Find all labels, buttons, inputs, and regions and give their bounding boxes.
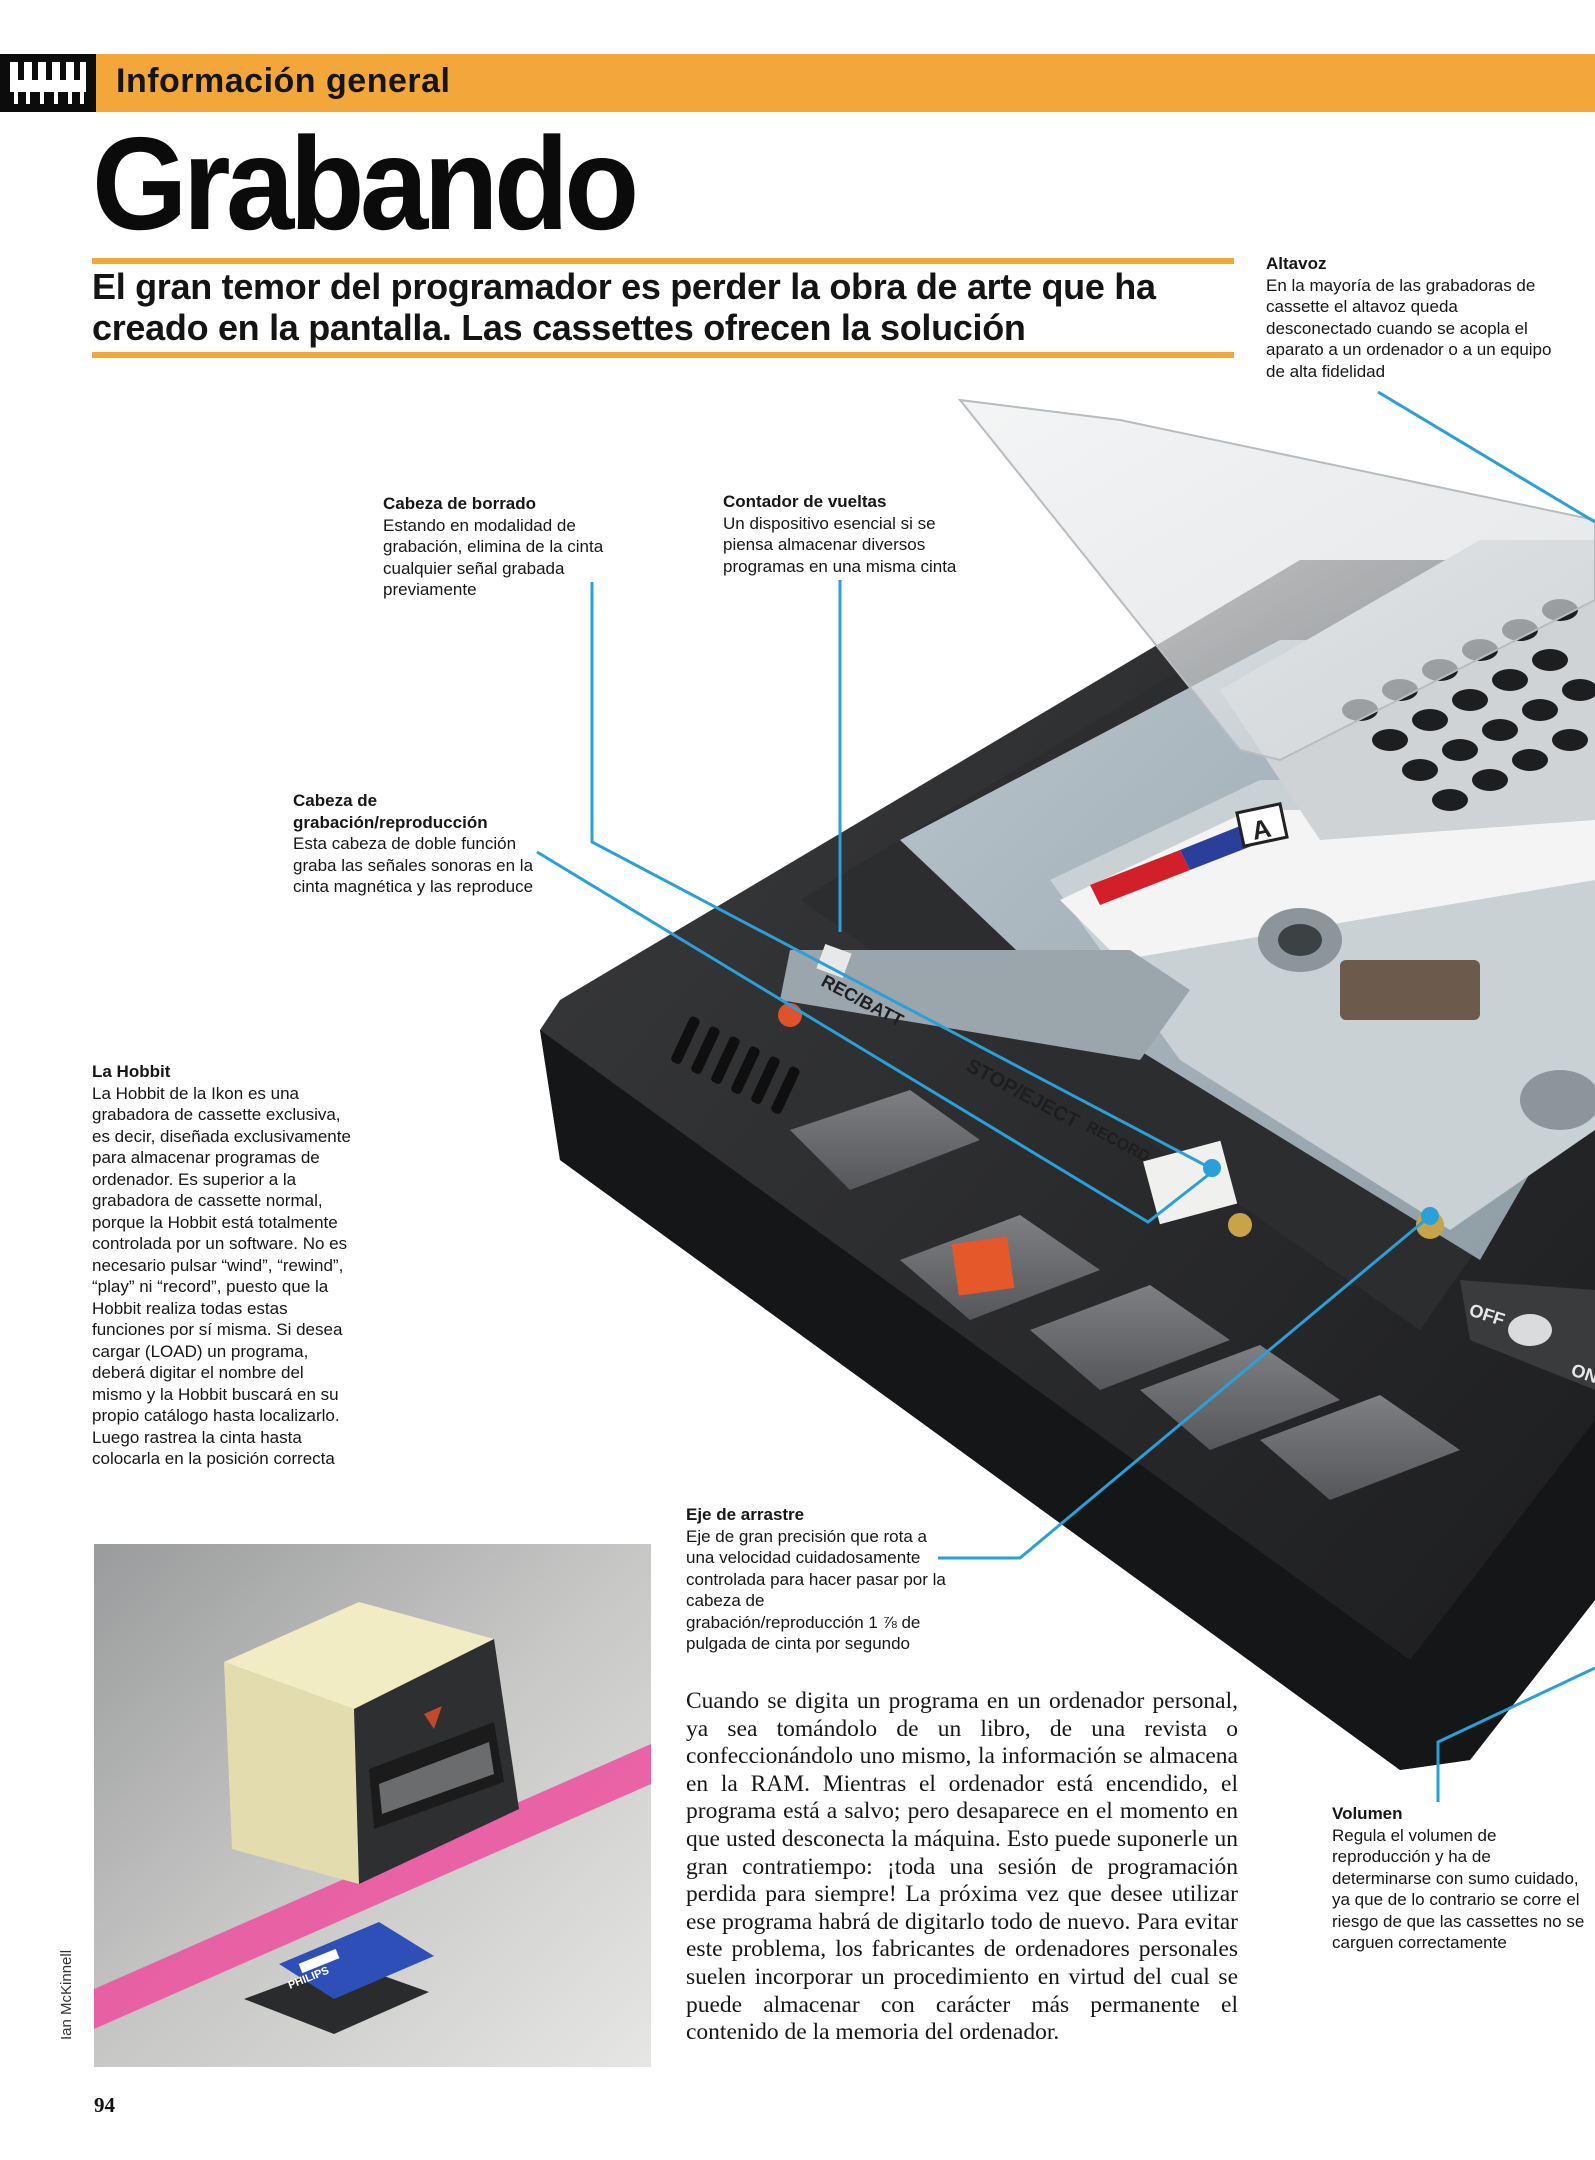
cassette-recorder-illustration: A REC/BATT STOP/EJECT RECORD [520, 390, 1595, 1775]
article-body: Cuando se digita un programa en un orden… [686, 1688, 1238, 2046]
callout-text: Esta cabeza de doble función graba las s… [293, 834, 534, 896]
callout-text: Un dispositivo esencial si se piensa alm… [723, 513, 957, 576]
callout-text: Regula el volumen de reproducción y ha d… [1332, 1825, 1585, 1953]
callout-title: Altavoz [1266, 254, 1327, 273]
callout-title: Cabeza de grabación/reproducción [293, 791, 488, 832]
computer-chip-icon [0, 54, 96, 112]
callout-title: Cabeza de borrado [383, 494, 537, 513]
callout-altavoz: Altavoz En la mayoría de las grabadoras … [1266, 253, 1566, 382]
callout-title: La Hobbit [92, 1062, 171, 1081]
callout-la-hobbit: La Hobbit La Hobbit de la Ikon es una gr… [92, 1061, 354, 1470]
callout-text: La Hobbit de la Ikon es una grabadora de… [92, 1083, 351, 1469]
photo-credit: Ian McKinnell [58, 1949, 75, 2040]
callout-contador-vueltas: Contador de vueltas Un dispositivo esenc… [723, 491, 978, 577]
callout-text: Eje de gran precisión que rota a una vel… [686, 1526, 946, 1654]
callout-cabeza-grabacion: Cabeza de grabación/reproducción Esta ca… [293, 790, 551, 898]
page-title: Grabando [92, 110, 639, 257]
callout-text: Estando en modalidad de grabación, elimi… [383, 515, 604, 600]
callout-title: Eje de arrastre [686, 1505, 805, 1524]
callout-volumen: Volumen Regula el volumen de reproducció… [1332, 1803, 1590, 1954]
subtitle-bottom-rule [92, 352, 1234, 358]
callout-title: Volumen [1332, 1804, 1403, 1823]
callout-eje-arrastre: Eje de arrastre Eje de gran precisión qu… [686, 1504, 946, 1655]
section-label: Información general [116, 62, 451, 100]
section-banner [0, 54, 1595, 112]
callout-title: Contador de vueltas [723, 492, 887, 511]
page-subtitle: El gran temor del programador es perder … [92, 266, 1156, 348]
hobbit-photo: PHILIPS [94, 1544, 651, 2067]
callout-text: En la mayoría de las grabadoras de casse… [1266, 275, 1552, 381]
callout-cabeza-borrado: Cabeza de borrado Estando en modalidad d… [383, 493, 628, 601]
page-number: 94 [94, 2093, 115, 2117]
subtitle-top-rule [92, 258, 1234, 264]
